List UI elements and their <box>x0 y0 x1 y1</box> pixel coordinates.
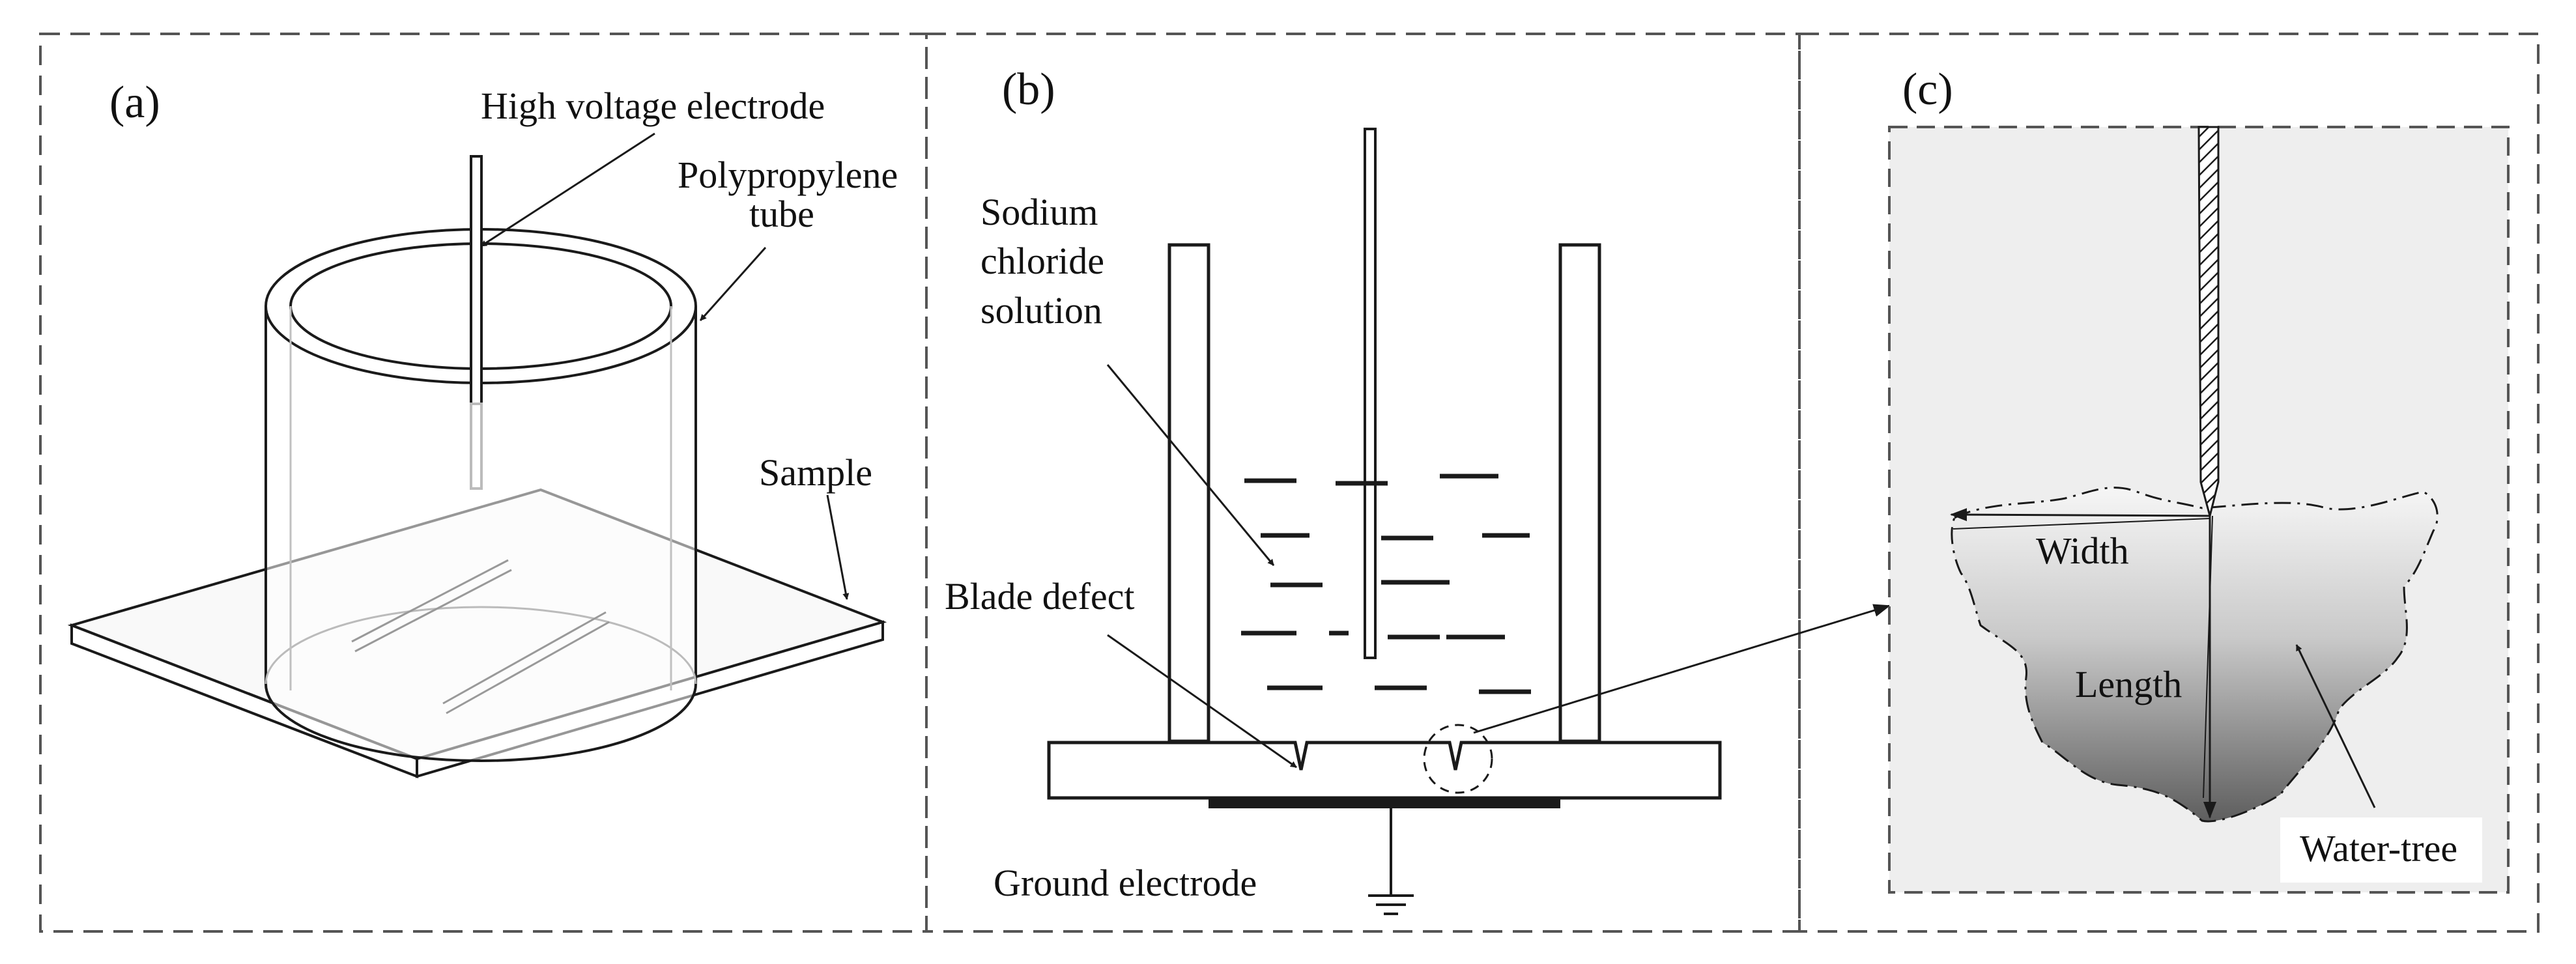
tube-label-line1: Polypropylene <box>678 154 898 196</box>
right-wall <box>1558 243 1601 743</box>
tube-pointer <box>699 247 767 321</box>
panel-b-callouts <box>1106 364 1891 769</box>
solution-dashes <box>1241 474 1531 694</box>
solution-label-line1: Sodium <box>980 191 1098 233</box>
electrode-rod <box>1364 128 1377 659</box>
panel-c-label: (c) <box>1902 64 1953 115</box>
zoom-pointer <box>1473 604 1891 734</box>
sample-pointer <box>826 494 850 600</box>
blade-tip <box>2197 126 2220 520</box>
tube-label-line2: tube <box>749 193 814 235</box>
panel-a-callouts <box>480 132 850 600</box>
width-arrow-shadow <box>1953 518 2211 530</box>
panel-b: (b) <box>945 64 1891 915</box>
length-label: Length <box>2075 663 2182 705</box>
water-tree-label-box <box>2280 817 2482 883</box>
ground-electrode-plate <box>1209 798 1560 808</box>
water-tree-label: Water-tree <box>2300 827 2457 870</box>
panel-a-label: (a) <box>109 78 160 128</box>
panel-a: (a) <box>67 78 898 778</box>
sample-slab <box>1047 741 1722 800</box>
solution-label-line2: chloride <box>980 240 1104 282</box>
defect-highlight-circle <box>1423 724 1493 794</box>
length-arrow-shadow <box>2203 515 2213 799</box>
high-voltage-electrode-rod <box>470 155 483 490</box>
electrode-label: High voltage electrode <box>481 85 825 127</box>
width-arrow <box>1950 508 2211 522</box>
blade-label: Blade defect <box>945 575 1134 617</box>
panel-c-frame <box>1798 33 2540 933</box>
water-tree-region <box>1951 487 2439 823</box>
electrode-pointer <box>480 132 655 248</box>
ground-symbol <box>1368 808 1414 915</box>
blade-pointer <box>1107 634 1297 769</box>
panel-c: (c) Width Length Water-tree <box>1888 64 2510 894</box>
sample-label: Sample <box>759 451 872 494</box>
ground-label: Ground electrode <box>994 862 1257 904</box>
tube-walls <box>1167 243 1601 743</box>
panel-frames <box>39 33 2540 933</box>
width-label: Width <box>2036 530 2129 572</box>
left-wall <box>1167 243 1210 743</box>
water-tree-pointer <box>2295 644 2376 808</box>
solution-label-line3: solution <box>980 289 1102 332</box>
panel-b-label: (b) <box>1002 64 1055 115</box>
solution-pointer <box>1106 364 1275 566</box>
